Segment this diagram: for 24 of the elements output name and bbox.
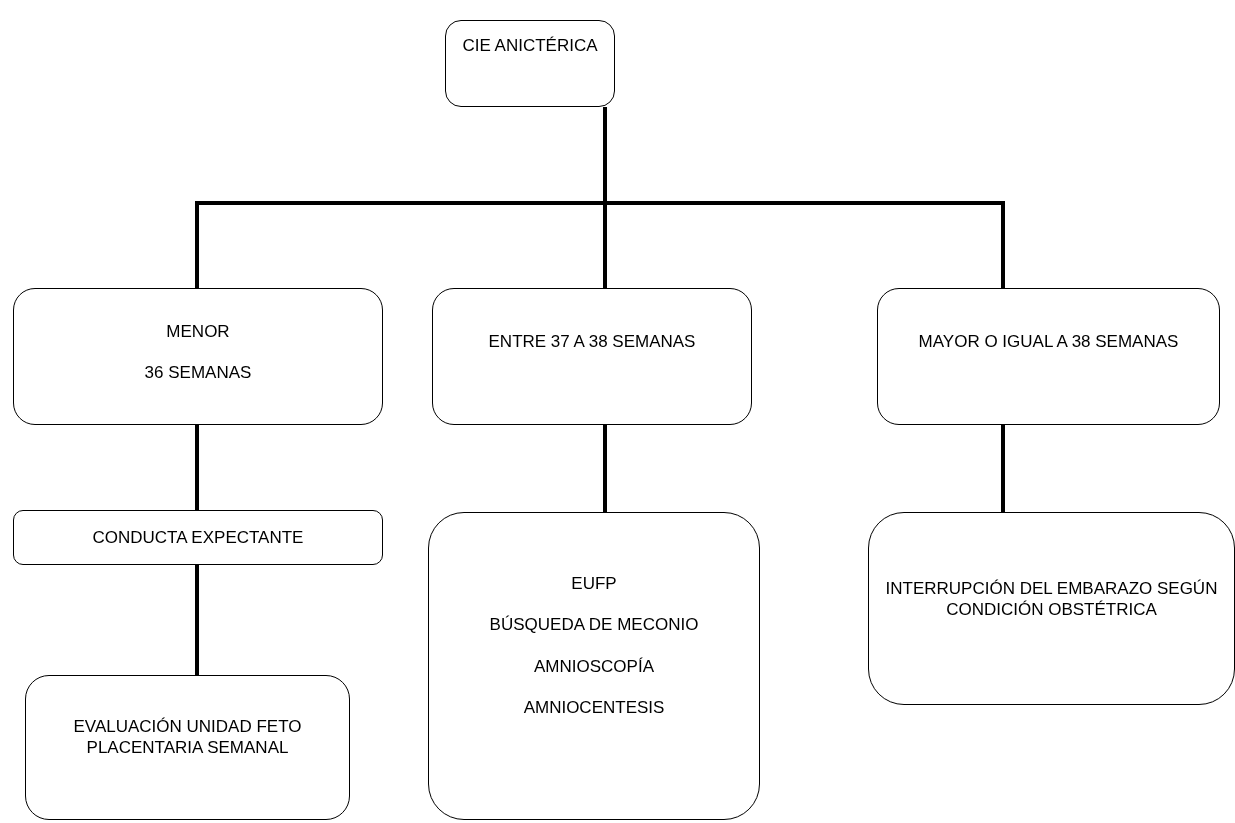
rounded-box bbox=[868, 512, 1235, 705]
box-text: CONDUCTA EXPECTANTE bbox=[92, 526, 304, 549]
box-text: MENOR bbox=[166, 321, 230, 343]
rounded-box bbox=[432, 288, 752, 425]
box-text: AMNIOSCOPÍA bbox=[534, 655, 654, 677]
box-text: MAYOR O IGUAL A 38 SEMANAS bbox=[918, 331, 1179, 353]
box-text: EUFP bbox=[571, 573, 617, 595]
rounded-box bbox=[428, 512, 760, 820]
rounded-box bbox=[877, 288, 1220, 425]
connector-line bbox=[1001, 425, 1005, 512]
rounded-box bbox=[13, 288, 383, 425]
connector-line bbox=[195, 425, 199, 510]
rounded-box bbox=[445, 20, 615, 107]
box-text: INTERRUPCIÓN DEL EMBARAZO SEGÚN CONDICIÓN OBSTÉTRICA bbox=[884, 578, 1219, 621]
rounded-box bbox=[25, 675, 350, 820]
connector-line bbox=[195, 565, 199, 675]
box-text: ENTRE 37 A 38 SEMANAS bbox=[488, 331, 696, 353]
box-text: EVALUACIÓN UNIDAD FETO PLACENTARIA SEMANAL bbox=[72, 716, 303, 759]
connector-line bbox=[603, 425, 607, 512]
box-text: BÚSQUEDA DE MECONIO bbox=[489, 614, 699, 636]
rounded-box bbox=[13, 510, 383, 565]
box-text: AMNIOCENTESIS bbox=[523, 696, 665, 718]
box-text: 36 SEMANAS bbox=[144, 362, 252, 384]
box-text: CIE ANICTÉRICA bbox=[462, 35, 598, 57]
